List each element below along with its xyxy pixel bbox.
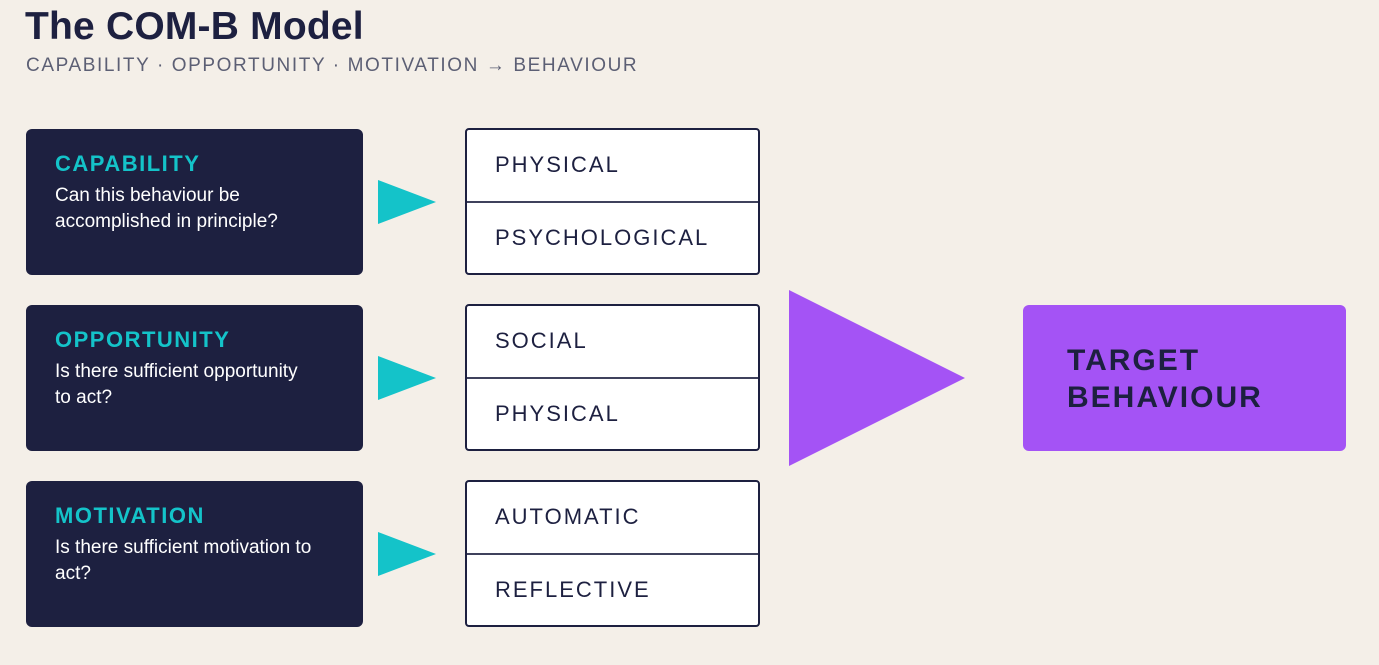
component-divider — [467, 552, 758, 555]
target-behaviour-box: TARGET BEHAVIOUR — [1023, 305, 1346, 451]
diagram-title: The COM-B Model — [25, 5, 364, 48]
capability-question: Can this behaviour be accomplished in pr… — [55, 185, 278, 232]
opportunity-card: OPPORTUNITY Is there sufficient opportun… — [26, 305, 363, 451]
component-social-opportunity: SOCIAL — [495, 328, 588, 354]
opportunity-question: Is there sufficient opportunity to act? — [55, 361, 298, 408]
behaviour-arrow-icon — [789, 290, 965, 466]
motivation-components: AUTOMATIC REFLECTIVE — [465, 480, 760, 627]
component-divider — [467, 376, 758, 379]
capability-arrow-icon — [378, 180, 436, 224]
opportunity-components: SOCIAL PHYSICAL — [465, 304, 760, 451]
motivation-card: MOTIVATION Is there sufficient motivatio… — [26, 481, 363, 627]
component-automatic-motivation: AUTOMATIC — [495, 504, 641, 530]
capability-card: CAPABILITY Can this behaviour be accompl… — [26, 129, 363, 275]
component-physical-capability: PHYSICAL — [495, 152, 620, 178]
capability-heading: CAPABILITY — [55, 151, 201, 176]
capability-components: PHYSICAL PSYCHOLOGICAL — [465, 128, 760, 275]
component-psychological-capability: PSYCHOLOGICAL — [495, 224, 710, 250]
motivation-question: Is there sufficient motivation to act? — [55, 537, 312, 584]
component-reflective-motivation: REFLECTIVE — [495, 576, 651, 602]
motivation-arrow-icon — [378, 532, 436, 576]
motivation-heading: MOTIVATION — [55, 503, 205, 528]
diagram-subtitle: CAPABILITY · OPPORTUNITY · MOTIVATION → … — [26, 55, 639, 76]
opportunity-heading: OPPORTUNITY — [55, 327, 231, 352]
target-behaviour-label: TARGET BEHAVIOUR — [1067, 344, 1263, 414]
component-divider — [467, 200, 758, 203]
opportunity-arrow-icon — [378, 356, 436, 400]
component-physical-opportunity: PHYSICAL — [495, 400, 620, 426]
